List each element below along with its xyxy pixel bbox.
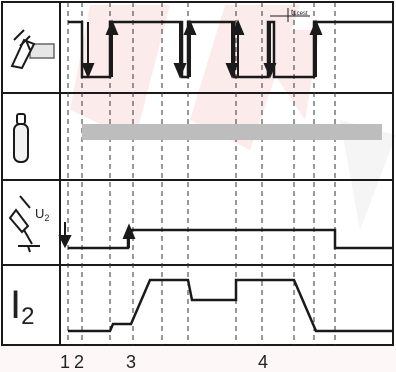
- arrow-head: [225, 63, 239, 79]
- svg-text:U2: U2: [35, 206, 49, 223]
- trigger-arrows: [81, 19, 323, 79]
- svg-text:I2: I2: [10, 283, 34, 330]
- panel-frame: [1, 1, 394, 346]
- welding-torch-icon: [10, 29, 55, 70]
- time-tag-label: t: [291, 8, 294, 17]
- voltage-label-subscript: 2: [44, 213, 49, 223]
- voltage-arrows: [58, 222, 136, 249]
- phase-label: 3: [126, 352, 136, 372]
- watermark-logo: [0, 5, 396, 372]
- phase-label: 2: [74, 352, 84, 372]
- arrow-head: [81, 63, 95, 79]
- arrow-head: [263, 63, 277, 79]
- voltage-waveform: [68, 228, 393, 250]
- current-label-subscript: 2: [21, 303, 34, 330]
- arrow-head: [58, 235, 72, 249]
- arrow-head: [231, 19, 245, 35]
- gas-flow-band: [82, 124, 382, 140]
- arrow-head: [122, 223, 136, 239]
- current-label: I: [10, 283, 21, 327]
- arrow-head: [105, 19, 119, 35]
- arrow-head: [183, 19, 197, 35]
- time-tag: t1cest: [270, 8, 310, 22]
- arrow-head: [309, 19, 323, 35]
- wire-electrode-icon: [8, 195, 40, 253]
- arrow-head: [173, 63, 187, 79]
- phase-label: 4: [258, 352, 268, 372]
- phase-label: 1: [60, 352, 70, 372]
- svg-text:t1cest: t1cest: [291, 8, 308, 17]
- current-waveform: [68, 278, 393, 333]
- trigger-waveform: [68, 20, 393, 79]
- time-tag-subscript: 1cest: [293, 11, 308, 17]
- gas-cylinder-icon: [13, 113, 29, 163]
- voltage-label: U: [35, 206, 44, 221]
- phase-labels: 1 2 3 4: [60, 352, 268, 372]
